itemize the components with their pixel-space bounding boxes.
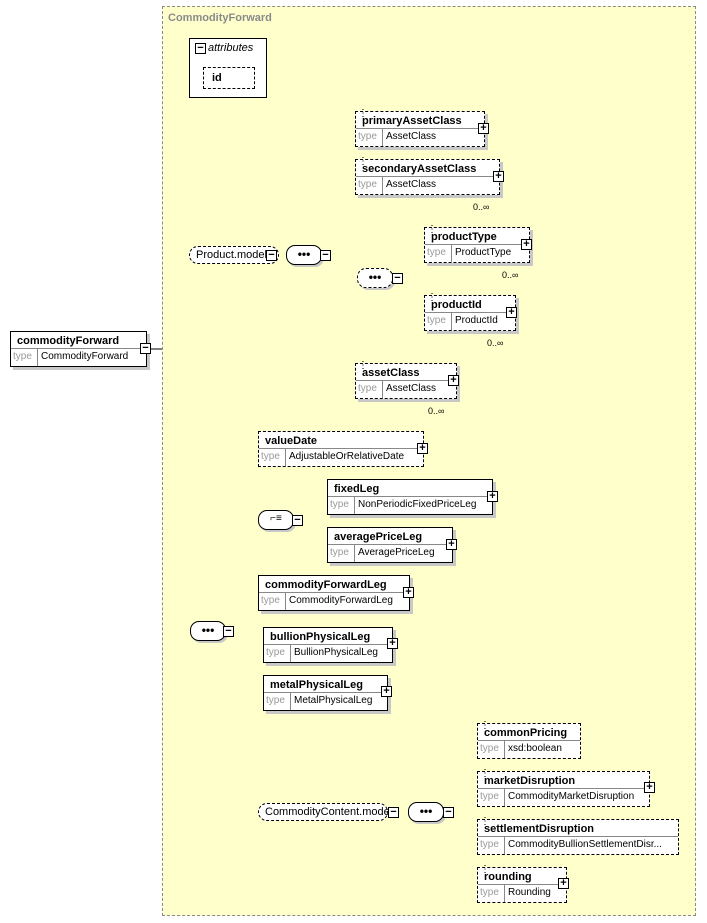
collapse-icon[interactable]: − — [223, 626, 234, 637]
root-element-commodityforward[interactable]: commodityForward type CommodityForward — [10, 331, 147, 367]
expand-icon[interactable]: + — [644, 782, 655, 793]
expand-icon[interactable]: + — [448, 375, 459, 386]
collapse-icon[interactable]: − — [195, 43, 206, 54]
expand-icon[interactable]: + — [506, 307, 517, 318]
sequence-compositor[interactable]: ••• — [408, 802, 444, 822]
expand-icon[interactable]: + — [387, 638, 398, 649]
expand-icon[interactable]: + — [478, 123, 489, 134]
collapse-icon[interactable]: − — [266, 250, 277, 261]
group-name: Product.model — [196, 249, 267, 261]
attribute-id[interactable]: id — [203, 67, 255, 89]
group-commoditycontent-model[interactable]: CommodityContent.model — [258, 803, 392, 821]
element-name: commodityForward — [17, 335, 120, 347]
expand-icon[interactable]: + — [487, 491, 498, 502]
expand-icon[interactable]: + — [493, 171, 504, 182]
cardinality: 0..∞ — [473, 202, 490, 212]
cardinality: 0..∞ — [487, 338, 504, 348]
expand-icon[interactable]: + — [446, 539, 457, 550]
collapse-icon[interactable]: − — [392, 273, 403, 284]
choice-compositor[interactable]: ⌐≡ — [258, 510, 294, 530]
collapse-icon[interactable]: − — [320, 250, 331, 261]
group-name: CommodityContent.model — [265, 806, 393, 818]
panel-title: CommodityForward — [168, 12, 272, 24]
collapse-icon[interactable]: − — [388, 807, 399, 818]
complex-type-panel — [162, 6, 696, 916]
group-product-model[interactable]: Product.model — [189, 246, 279, 264]
expand-icon[interactable]: + — [521, 239, 532, 250]
sequence-compositor[interactable]: ••• — [190, 621, 226, 641]
expand-icon[interactable]: + — [403, 587, 414, 598]
expand-icon[interactable]: + — [558, 878, 569, 889]
collapse-icon[interactable]: − — [292, 515, 303, 526]
attributes-box: − attributes id — [189, 38, 267, 98]
cardinality: 0..∞ — [428, 406, 445, 416]
sequence-compositor-optional[interactable]: ••• — [357, 268, 393, 288]
sequence-compositor[interactable]: ••• — [286, 245, 322, 265]
type-label: type — [13, 351, 32, 362]
expand-icon[interactable]: + — [381, 686, 392, 697]
expand-icon[interactable]: + — [417, 443, 428, 454]
attributes-title: attributes — [208, 42, 254, 54]
collapse-icon[interactable]: − — [140, 343, 151, 354]
collapse-icon[interactable]: − — [443, 807, 454, 818]
cardinality: 0..∞ — [502, 270, 519, 280]
type-value: CommodityForward — [41, 351, 129, 362]
